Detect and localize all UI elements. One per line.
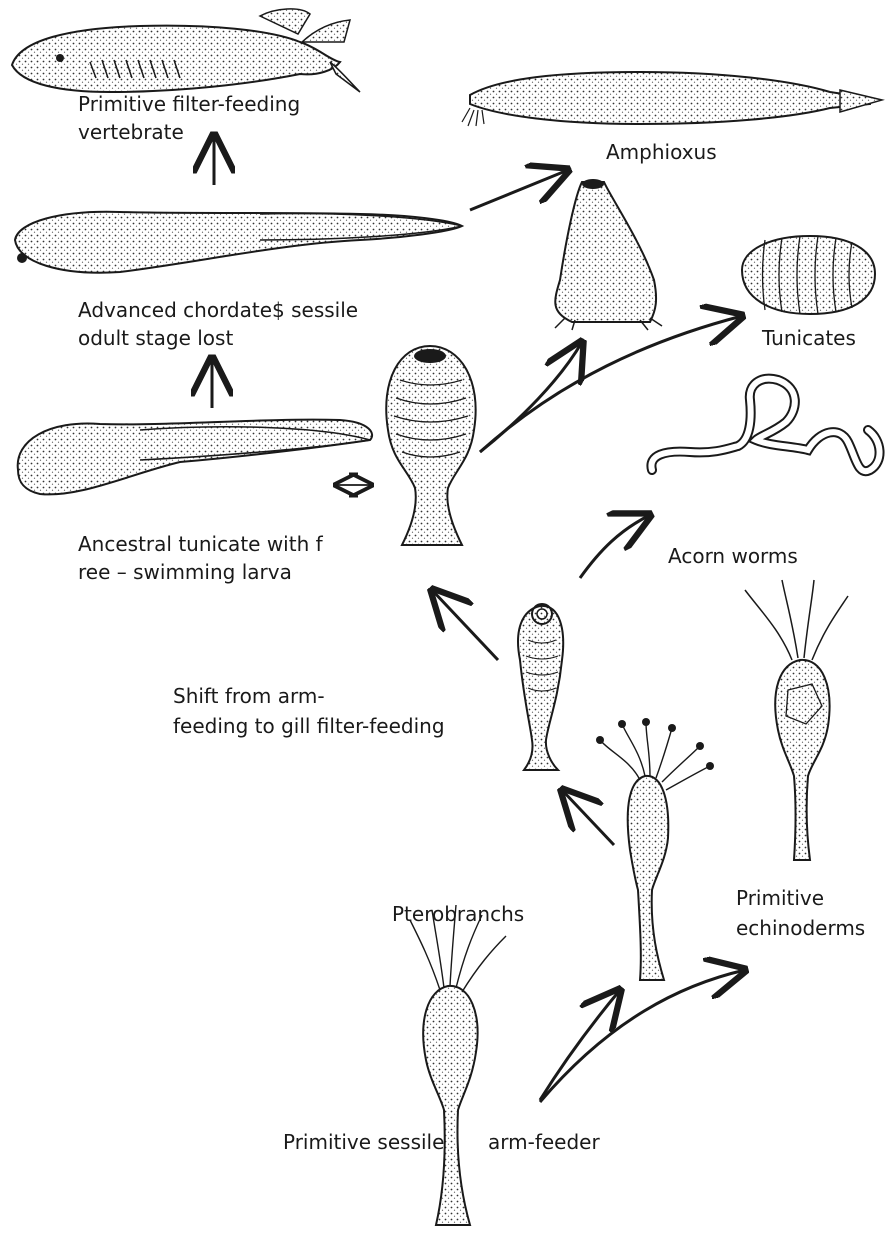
label-primitive-vertebrate-line1: Primitive filter-feeding [78,90,300,118]
label-advanced-chordate-line1: Advanced chordate$ sessile [78,296,358,324]
arrow-to-echinoderm [540,970,745,1102]
pterobranch-drawing [596,718,714,980]
arrow-to-pterobranch [540,990,620,1100]
gill-feeder-drawing [518,604,563,770]
arrow-to-amphioxus [470,170,568,210]
arrow-to-gill-feeder [562,790,614,845]
label-pterobranchs: Pterobranchs [392,900,524,928]
label-shift-line1: Shift from arm- [173,682,325,710]
arrow-to-ancestral-tunicate [432,590,498,660]
echinoderm-drawing [745,580,848,860]
sessile-arm-feeder-drawing [410,905,506,1225]
label-shift-line2: feeding to gill filter-feeding [173,712,445,740]
label-echinoderms-line1: Primitive [736,884,824,912]
evolution-arrows [212,135,745,1102]
ancestral-larva-drawing [18,420,372,495]
label-sessile-left: Primitive sessile [283,1128,444,1156]
label-ancestral-tunicate-line1: Ancestral tunicate with f [78,530,323,558]
label-primitive-vertebrate-line2: vertebrate [78,118,184,146]
label-echinoderms-line2: echinoderms [736,914,865,942]
tunicate-barrel-drawing [742,236,875,314]
arrow-to-tunicate-sack [480,342,582,452]
label-tunicates: Tunicates [762,324,856,352]
label-advanced-chordate-line2: odult stage lost [78,324,233,352]
label-sessile-right: arm-feeder [488,1128,600,1156]
arrow-to-acorn-worm [580,515,650,578]
primitive-vertebrate-drawing [12,9,360,92]
ancestral-tunicate-adult-drawing [386,346,475,545]
label-acorn-worms: Acorn worms [668,542,798,570]
arrow-to-tunicate-barrel [480,316,742,452]
label-amphioxus: Amphioxus [606,138,717,166]
acorn-worm-drawing [651,379,879,471]
amphioxus-drawing [462,72,882,126]
label-ancestral-tunicate-line2: ree – swimming larva [78,558,292,586]
tunicate-sack-drawing [555,179,662,330]
advanced-chordate-drawing [15,212,462,273]
